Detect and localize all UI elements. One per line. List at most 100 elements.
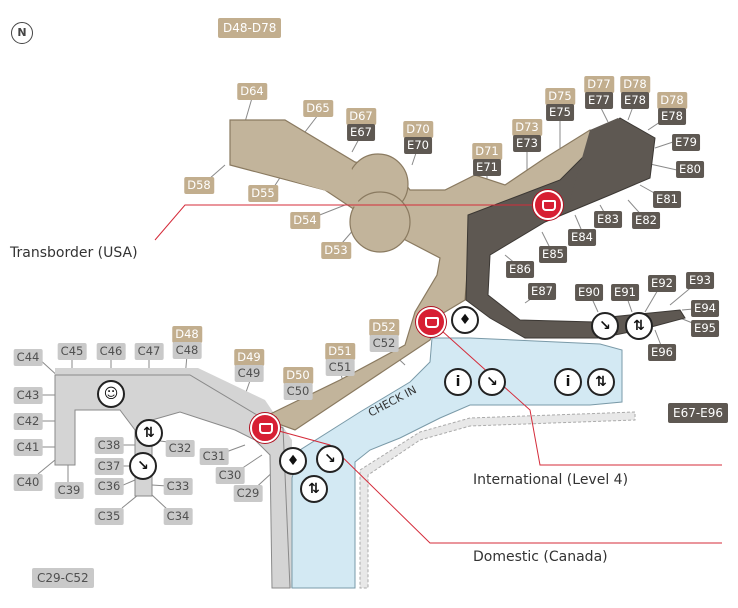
gate-e84: E84 [568, 229, 596, 246]
gate-c29: C29 [233, 485, 263, 502]
gate-e93: E93 [686, 272, 714, 289]
callout-domestic: Domestic (Canada) [473, 549, 608, 565]
gate-d58: D58 [184, 177, 214, 194]
area-c29-c52: C29-C52 [32, 568, 94, 588]
gate-d67: D67 [346, 108, 376, 125]
gate-e96: E96 [648, 344, 676, 361]
gate-c41: C41 [13, 439, 43, 456]
gate-e94: E94 [691, 300, 719, 317]
elevator-icon[interactable]: ⇅ [587, 368, 615, 396]
escalator-icon[interactable]: ↘ [129, 452, 157, 480]
area-d48-d78: D48-D78 [218, 18, 282, 38]
gate-c40: C40 [13, 474, 43, 491]
north-compass-icon: N [11, 22, 33, 44]
gate-e78-upper: E78 [621, 92, 649, 109]
escalator-icon[interactable]: ↘ [316, 445, 344, 473]
gate-d54: D54 [290, 212, 320, 229]
gate-c50: C50 [283, 383, 313, 400]
gate-e85: E85 [539, 246, 567, 263]
gate-d52: D52 [369, 319, 399, 336]
d-pier-fill [232, 122, 360, 210]
gate-e81: E81 [653, 191, 681, 208]
gate-c37: C37 [94, 458, 124, 475]
gate-e86: E86 [506, 261, 534, 278]
gate-e71: E71 [473, 159, 501, 176]
gate-c43: C43 [13, 387, 43, 404]
gate-e73: E73 [513, 135, 541, 152]
gate-e78-lower: E78 [658, 108, 686, 125]
gate-e80: E80 [676, 161, 704, 178]
escalator-icon[interactable]: ↘ [591, 312, 619, 340]
gate-c48: C48 [172, 342, 202, 359]
gate-d73: D73 [512, 119, 542, 136]
arrivals-walkway [359, 411, 636, 589]
elevator-icon[interactable]: ⇅ [300, 475, 328, 503]
shop-icon[interactable]: ♦ [279, 447, 307, 475]
gate-e83: E83 [594, 211, 622, 228]
e-pier-head [570, 118, 652, 200]
gate-c31: C31 [199, 448, 229, 465]
gate-d78-upper: D78 [620, 76, 650, 93]
gate-c33: C33 [163, 478, 193, 495]
d-rotunda-lower [349, 191, 411, 253]
gate-d78-lower: D78 [657, 92, 687, 109]
gate-c52: C52 [369, 335, 399, 352]
callout-lines [154, 204, 722, 544]
gate-c35: C35 [94, 508, 124, 525]
gate-e67: E67 [347, 124, 375, 141]
gate-d53: D53 [321, 242, 351, 259]
international-concourse [291, 337, 623, 589]
gate-e75: E75 [546, 104, 574, 121]
compass-label: N [17, 26, 27, 39]
lounge-international-icon[interactable] [416, 307, 446, 337]
gate-c45: C45 [57, 343, 87, 360]
gate-c30: C30 [215, 467, 245, 484]
gate-e77: E77 [585, 92, 613, 109]
gate-d65: D65 [303, 100, 333, 117]
gate-d50: D50 [283, 367, 313, 384]
info-icon[interactable]: i [554, 368, 582, 396]
gate-c36: C36 [94, 478, 124, 495]
gate-c44: C44 [13, 349, 43, 366]
gate-c38: C38 [94, 437, 124, 454]
gate-d51: D51 [325, 343, 355, 360]
lounge-domestic-icon[interactable] [250, 413, 280, 443]
gate-c34: C34 [163, 508, 193, 525]
lounge-transborder-icon[interactable] [533, 190, 563, 220]
gate-d77: D77 [584, 76, 614, 93]
gate-d64: D64 [237, 83, 267, 100]
c-pier [54, 374, 291, 589]
gate-c42: C42 [13, 413, 43, 430]
gate-c47: C47 [134, 343, 164, 360]
shop-icon[interactable]: ♦ [451, 306, 479, 334]
gate-e91: E91 [611, 284, 639, 301]
escalator-icon[interactable]: ↘ [478, 368, 506, 396]
gate-d48: D48 [172, 326, 202, 343]
gate-d49: D49 [234, 349, 264, 366]
gate-d75: D75 [545, 88, 575, 105]
gate-c49: C49 [234, 365, 264, 382]
gate-d55: D55 [248, 185, 278, 202]
family-room-icon[interactable]: ☺ [97, 380, 125, 408]
gate-d70: D70 [403, 121, 433, 138]
gate-e70: E70 [404, 137, 432, 154]
gate-e95: E95 [691, 320, 719, 337]
gate-e82: E82 [632, 212, 660, 229]
gate-c32: C32 [165, 440, 195, 457]
gate-c39: C39 [54, 482, 84, 499]
gate-d71: D71 [472, 143, 502, 160]
gate-e79: E79 [672, 134, 700, 151]
area-e67-e96: E67-E96 [668, 403, 729, 423]
gate-c46: C46 [96, 343, 126, 360]
gate-e92: E92 [648, 275, 676, 292]
callout-transborder: Transborder (USA) [10, 245, 138, 261]
gate-e90: E90 [575, 284, 603, 301]
gate-e87: E87 [528, 283, 556, 300]
elevator-icon[interactable]: ⇅ [625, 312, 653, 340]
callout-international: International (Level 4) [473, 472, 629, 488]
gate-c51: C51 [325, 359, 355, 376]
elevator-icon[interactable]: ⇅ [135, 419, 163, 447]
info-icon[interactable]: i [444, 368, 472, 396]
